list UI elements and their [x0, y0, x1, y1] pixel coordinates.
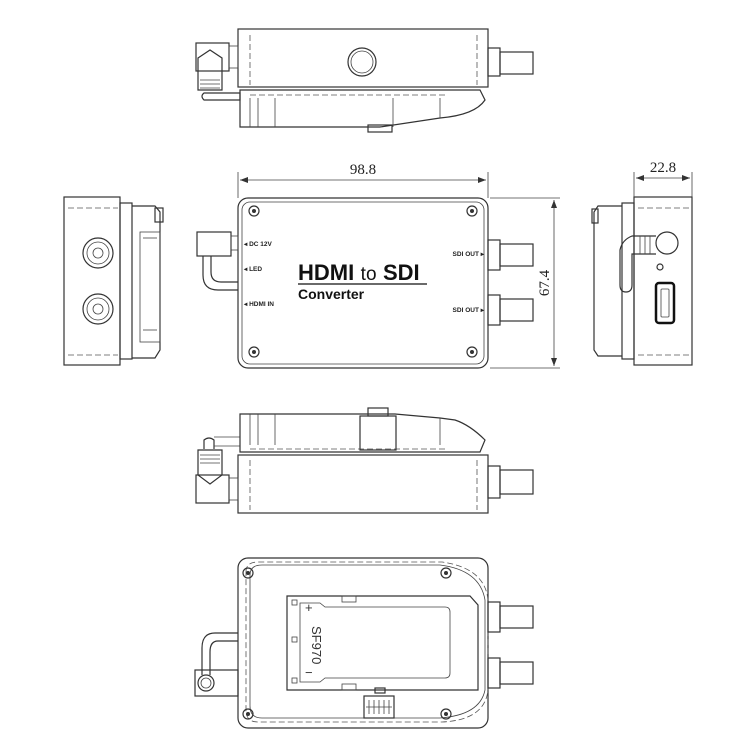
sdi-port-icon	[82, 237, 114, 325]
bottom-view: + − SF970	[194, 557, 534, 729]
dimension-width: 98.8	[237, 162, 489, 198]
side-view-top	[195, 28, 534, 133]
battery-plus: +	[305, 600, 313, 615]
product-title: HDMI to SDI	[298, 260, 420, 285]
left-end-view	[63, 196, 164, 366]
width-dimension-text: 98.8	[350, 162, 376, 178]
dimension-height: 67.4	[537, 200, 557, 366]
product-subtitle: Converter	[298, 286, 365, 302]
label-dc-12v: ◂ DC 12V	[243, 241, 273, 248]
top-view: ◂ DC 12V ◂ LED ◂ HDMI IN SDI OUT ▸ SDI O…	[196, 197, 560, 369]
battery-minus: −	[305, 665, 313, 680]
side-view-bottom	[195, 407, 534, 514]
hdmi-port-icon	[654, 281, 676, 325]
battery-slot: + − SF970	[286, 595, 479, 691]
connector-icon	[363, 687, 395, 719]
height-dimension-text: 67.4	[537, 269, 553, 296]
screw-icon	[248, 205, 478, 358]
battery-model-text: SF970	[309, 626, 324, 664]
label-hdmi-in: ◂ HDMI IN	[243, 301, 274, 308]
label-sdi-out-1: SDI OUT ▸	[453, 251, 485, 258]
label-sdi-out-2: SDI OUT ▸	[453, 307, 485, 314]
label-led: ◂ LED	[243, 266, 262, 273]
screw-icon	[242, 567, 452, 720]
sdi-connector-icon	[487, 239, 534, 326]
led-icon	[656, 263, 664, 271]
depth-dimension-text: 22.8	[650, 160, 676, 176]
dimension-depth: 22.8	[633, 160, 693, 197]
right-end-view	[591, 196, 693, 366]
